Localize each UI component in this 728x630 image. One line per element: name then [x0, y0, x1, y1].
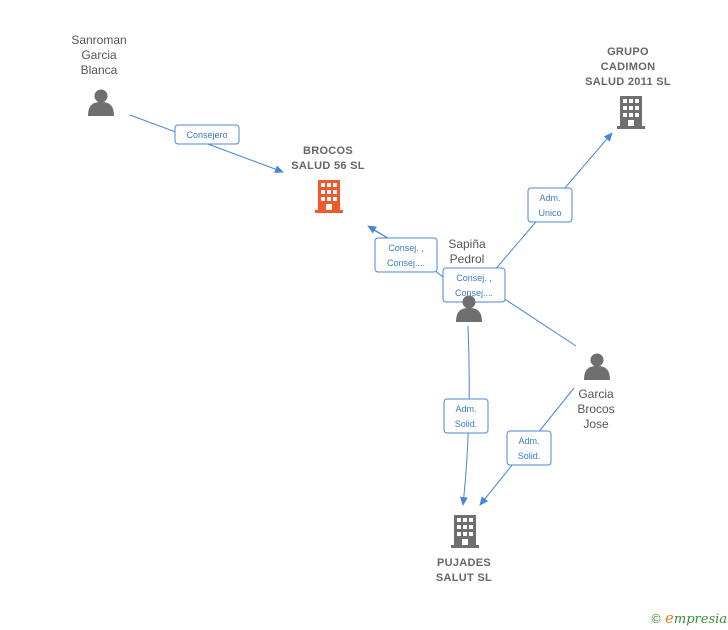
- node-label-line: BROCOS: [303, 145, 353, 157]
- edge-label-text: Adm.: [518, 436, 539, 446]
- building-icon: [451, 515, 479, 548]
- copyright-symbol: ©: [650, 612, 662, 626]
- edge-label-text: Consejero: [186, 130, 227, 140]
- edge-label-adm-solid-b[interactable]: Adm. Solid.: [506, 430, 552, 466]
- building-icon: [617, 96, 645, 129]
- edge-label-text: Solid.: [518, 451, 541, 461]
- edge-label-text: Consej. ,: [456, 273, 492, 283]
- person-icon: [88, 89, 114, 116]
- edge-label-adm-unico[interactable]: Adm. Unico: [527, 187, 573, 223]
- node-label-line: Sapiña: [448, 237, 486, 251]
- node-label-line: Sanroman: [71, 33, 126, 47]
- node-sanroman-garcia-blanca[interactable]: Sanroman Garcia Blanca: [71, 33, 127, 116]
- node-label-line: CADIMON: [601, 61, 656, 73]
- node-grupo-cadimon[interactable]: GRUPO CADIMON SALUD 2011 SL: [585, 46, 671, 129]
- brand-name: mpresia: [673, 612, 728, 627]
- edge-label-adm-solid-a[interactable]: Adm. Solid.: [443, 398, 489, 434]
- building-icon: [315, 180, 343, 213]
- node-label-line: Jose: [583, 417, 609, 431]
- edge-sapina-garcia: [499, 295, 577, 347]
- brand-initial: e: [665, 609, 674, 627]
- node-label-line: PUJADES: [437, 557, 491, 569]
- node-label-line: SALUT SL: [436, 572, 492, 584]
- edge-label-text: Consej....: [387, 258, 425, 268]
- node-brocos-salud-56[interactable]: BROCOS SALUD 56 SL: [291, 145, 365, 213]
- edge-label-text: Consej. ,: [388, 243, 424, 253]
- person-icon: [584, 353, 610, 380]
- node-sapina-pedrol[interactable]: Sapiña Pedrol: [448, 237, 486, 322]
- edge-label-text: Consej....: [455, 288, 493, 298]
- node-label-line: Brocos: [577, 402, 614, 416]
- node-label-line: Blanca: [81, 63, 118, 77]
- node-label-line: Pedrol: [450, 252, 485, 266]
- edge-label-text: Solid.: [455, 419, 478, 429]
- node-garcia-brocos-jose[interactable]: Garcia Brocos Jose: [577, 353, 615, 432]
- node-label-line: Garcia: [81, 48, 117, 62]
- node-label-line: GRUPO: [607, 46, 649, 58]
- edge-label-text: Unico: [538, 208, 561, 218]
- person-icon: [456, 295, 482, 322]
- edge-label-consejero[interactable]: Consejero: [174, 124, 240, 145]
- node-label-line: SALUD 56 SL: [291, 160, 365, 172]
- edge-label-text: Adm.: [455, 404, 476, 414]
- empresia-watermark: ©empresia: [650, 609, 727, 627]
- node-pujades-salut[interactable]: PUJADES SALUT SL: [436, 515, 492, 584]
- node-label-line: SALUD 2011 SL: [585, 76, 671, 88]
- edge-label-consej-b[interactable]: Consej. , Consej....: [442, 267, 506, 303]
- node-label-line: Garcia: [578, 387, 614, 401]
- edge-label-consej-a[interactable]: Consej. , Consej....: [374, 237, 438, 273]
- edge-label-text: Adm.: [539, 193, 560, 203]
